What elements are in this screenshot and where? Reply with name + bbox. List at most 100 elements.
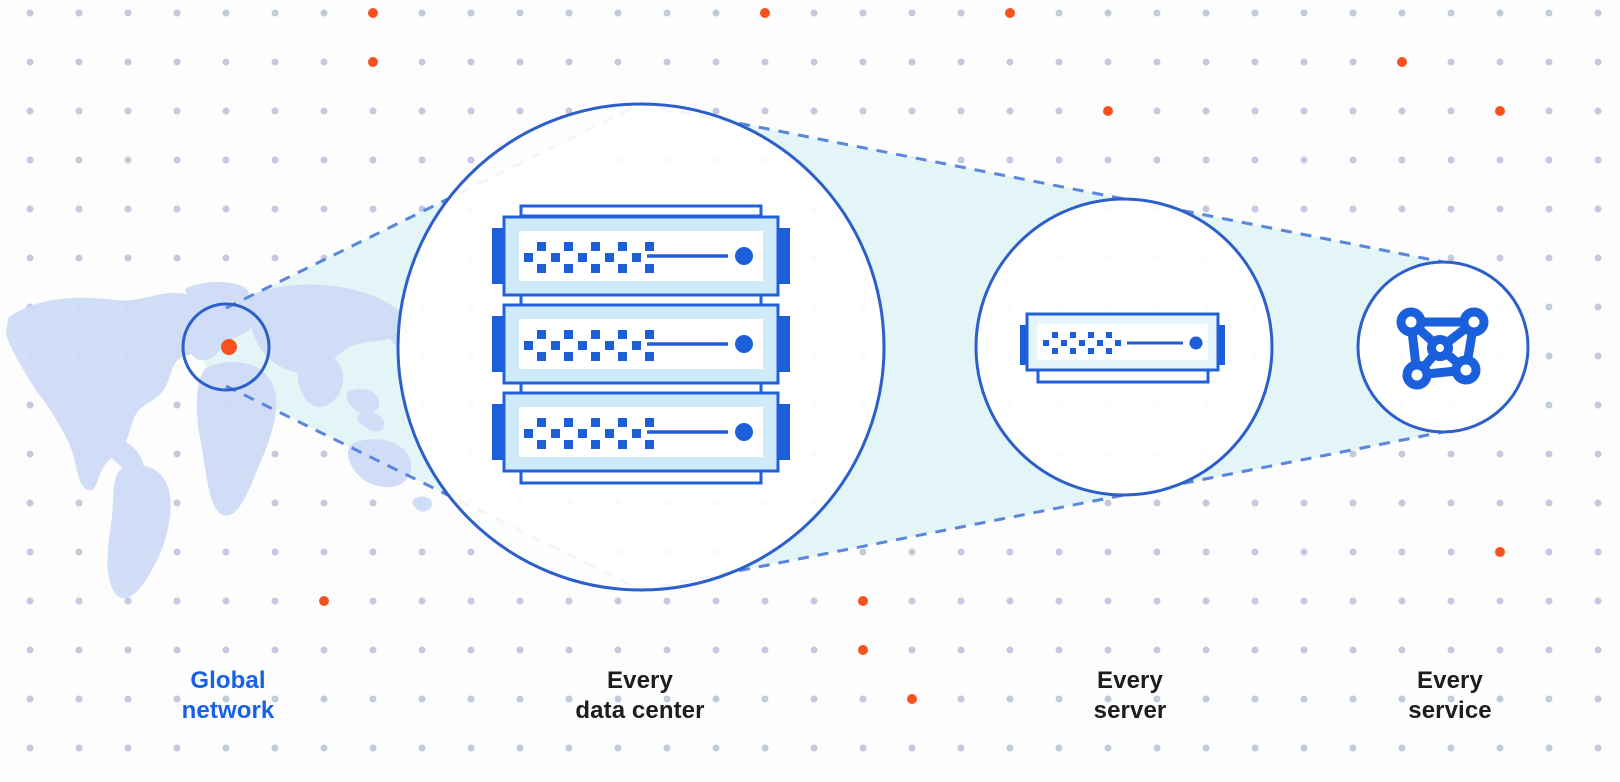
grid-dot — [1104, 156, 1112, 164]
grid-dot — [173, 646, 181, 654]
grid-dot — [467, 646, 475, 654]
grid-dot — [26, 254, 34, 262]
grid-dot-highlight — [319, 596, 329, 606]
grid-dot — [712, 646, 720, 654]
grid-dot — [1496, 646, 1504, 654]
grid-dot — [1496, 450, 1504, 458]
grid-dot — [26, 450, 34, 458]
grid-dot — [1349, 744, 1357, 752]
grid-dot — [1300, 646, 1308, 654]
grid-dot — [1153, 744, 1161, 752]
grid-dot — [173, 58, 181, 66]
grid-dot — [1545, 744, 1553, 752]
grid-dot — [1055, 9, 1063, 17]
grid-dot — [1251, 597, 1259, 605]
grid-dot — [1202, 58, 1210, 66]
grid-dot — [173, 205, 181, 213]
grid-dot — [271, 597, 279, 605]
grid-dot — [1251, 646, 1259, 654]
grid-dot — [1496, 58, 1504, 66]
grid-dot — [271, 744, 279, 752]
grid-dot — [1545, 499, 1553, 507]
grid-dot — [222, 744, 230, 752]
grid-dot — [418, 695, 426, 703]
grid-dot — [467, 107, 475, 115]
grid-dot — [810, 695, 818, 703]
grid-dot — [1055, 695, 1063, 703]
grid-dot — [761, 597, 769, 605]
grid-dot — [1398, 450, 1406, 458]
grid-dot — [957, 156, 965, 164]
grid-dot — [124, 107, 132, 115]
grid-dot — [957, 695, 965, 703]
grid-dot — [124, 205, 132, 213]
grid-dot — [712, 597, 720, 605]
grid-dot — [173, 450, 181, 458]
grid-dot — [124, 597, 132, 605]
grid-dot — [1545, 450, 1553, 458]
grid-dot — [1300, 107, 1308, 115]
grid-dot — [810, 9, 818, 17]
grid-dot — [1398, 744, 1406, 752]
grid-dot — [908, 107, 916, 115]
grid-dot — [1545, 156, 1553, 164]
grid-dot — [467, 548, 475, 556]
grid-dot — [124, 156, 132, 164]
grid-dot — [1251, 499, 1259, 507]
grid-dot — [222, 107, 230, 115]
grid-dot — [173, 107, 181, 115]
grid-dot — [1398, 9, 1406, 17]
grid-dot — [859, 9, 867, 17]
grid-dot — [1398, 548, 1406, 556]
grid-dot — [418, 548, 426, 556]
grid-dot — [271, 9, 279, 17]
grid-dot — [320, 548, 328, 556]
grid-dot — [1545, 9, 1553, 17]
grid-dot — [957, 597, 965, 605]
grid-dot — [320, 450, 328, 458]
grid-dot — [1496, 744, 1504, 752]
grid-dot — [1153, 156, 1161, 164]
grid-dot — [26, 646, 34, 654]
grid-dot — [1594, 107, 1602, 115]
grid-dot — [1447, 548, 1455, 556]
grid-dot — [614, 9, 622, 17]
grid-dot — [1545, 254, 1553, 262]
grid-dot — [418, 597, 426, 605]
grid-dot — [1594, 597, 1602, 605]
grid-dot — [1055, 107, 1063, 115]
grid-dot — [1496, 597, 1504, 605]
grid-dot — [663, 646, 671, 654]
grid-dot — [1251, 744, 1259, 752]
funnel-server-to-service — [1124, 199, 1443, 495]
grid-dot — [516, 695, 524, 703]
grid-dot — [1251, 58, 1259, 66]
grid-dot — [1153, 499, 1161, 507]
grid-dot — [761, 58, 769, 66]
grid-dot — [1300, 58, 1308, 66]
grid-dot — [1006, 695, 1014, 703]
grid-dot — [75, 254, 83, 262]
grid-dot — [271, 646, 279, 654]
grid-dot — [1545, 58, 1553, 66]
grid-dot — [516, 9, 524, 17]
grid-dot — [1251, 9, 1259, 17]
grid-dot — [1153, 107, 1161, 115]
grid-dot — [908, 58, 916, 66]
grid-dot-highlight — [858, 645, 868, 655]
grid-dot — [467, 156, 475, 164]
grid-dot — [26, 205, 34, 213]
grid-dot — [369, 744, 377, 752]
grid-dot — [1496, 156, 1504, 164]
grid-dot — [173, 156, 181, 164]
grid-dot — [222, 9, 230, 17]
grid-dot — [1594, 9, 1602, 17]
grid-dot — [1594, 695, 1602, 703]
grid-dot — [957, 646, 965, 654]
grid-dot — [1202, 499, 1210, 507]
grid-dot — [124, 646, 132, 654]
grid-dot — [1006, 548, 1014, 556]
rack-unit-led-grid — [524, 418, 654, 449]
server-unit-icon — [1020, 312, 1225, 384]
world-map-icon — [6, 281, 432, 599]
